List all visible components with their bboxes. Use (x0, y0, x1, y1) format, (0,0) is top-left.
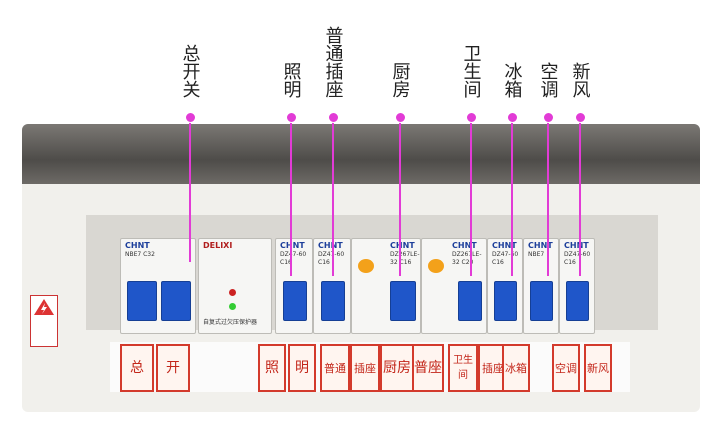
brand-label: CHNT (564, 241, 589, 250)
handwritten-label: 明 (288, 344, 316, 392)
lightning-warning-icon (34, 299, 54, 315)
breaker-handle[interactable] (566, 281, 589, 321)
breaker-handle[interactable] (494, 281, 517, 321)
rcbo-kitchen: CHNT DZ267LE-32 C16 (351, 238, 421, 334)
leader-line (332, 116, 334, 276)
breaker-handle[interactable] (127, 281, 157, 321)
callout-label: 总开关 (179, 44, 201, 98)
handwritten-label: 开 (156, 344, 190, 392)
callout-label: 厨房 (389, 62, 411, 98)
callout-zhao-ming: 照明 (271, 0, 311, 102)
callout-label: 冰箱 (501, 62, 523, 98)
leader-dot (575, 112, 586, 123)
breaker-lighting: CHNT DZ47-60 C16 (275, 238, 313, 334)
brand-label: CHNT (528, 241, 553, 250)
leader-dot (543, 112, 554, 123)
model-label: DZ47-60 C16 (318, 251, 344, 266)
brand-label: CHNT (492, 241, 517, 250)
brand-label: CHNT (452, 241, 477, 250)
brand-label: DELIXI (203, 241, 233, 250)
handwritten-label: 卫生间 (448, 344, 478, 392)
voltage-protector: DELIXI 自复式过欠压保护器 (198, 238, 272, 334)
main-breaker: CHNT NBE7 C32 (120, 238, 196, 334)
model-label: NBE7 C32 (125, 251, 155, 258)
breaker-handle[interactable] (530, 281, 553, 321)
test-button-icon[interactable] (428, 259, 444, 273)
handwritten-label: 空调 (552, 344, 580, 392)
handwritten-label: 总 (120, 344, 154, 392)
callout-label: 新风 (569, 62, 591, 98)
breaker-fresh-air: CHNT DZ47-60 C16 (559, 238, 595, 334)
model-label: NBE7 (528, 251, 545, 258)
breaker-handle[interactable] (458, 281, 482, 321)
model-label: DZ267LE-32 C16 (390, 251, 420, 266)
model-label: DZ47-60 C16 (280, 251, 307, 266)
brand-label: CHNT (390, 241, 415, 250)
callout-pu-tong-cha-zuo: 普通插座 (313, 0, 353, 102)
callout-label: 照明 (280, 62, 302, 98)
callout-chu-fang: 厨房 (380, 0, 420, 102)
test-button-icon[interactable] (358, 259, 374, 273)
callout-xin-feng: 新风 (560, 0, 600, 102)
callout-zong-kai-guan: 总开关 (170, 0, 210, 102)
handwritten-label: 照 (258, 344, 286, 392)
fault-indicator-icon (229, 289, 236, 296)
breaker-handle[interactable] (321, 281, 345, 321)
callout-bing-xiang: 冰箱 (492, 0, 532, 102)
breaker-fridge: CHNT DZ47-60 C16 (487, 238, 523, 334)
model-label: 自复式过欠压保护器 (203, 319, 258, 326)
box-lid (22, 124, 700, 184)
leader-dot (185, 112, 196, 123)
handwritten-label: 厨房 (380, 344, 414, 392)
brand-label: CHNT (125, 241, 150, 250)
model-label: DZ47-60 C16 (492, 251, 519, 266)
callout-wei-sheng-jian: 卫生间 (451, 0, 491, 102)
handwritten-label: 新风 (584, 344, 612, 392)
handwritten-label: 插座 (350, 344, 380, 392)
callout-label: 普通插座 (322, 26, 344, 98)
leader-line (547, 116, 549, 276)
brand-label: CHNT (280, 241, 305, 250)
leader-dot (286, 112, 297, 123)
electric-hazard-sticker (30, 295, 58, 347)
model-label: DZ47-60 C16 (564, 251, 591, 266)
handwritten-label: 冰箱 (502, 344, 530, 392)
leader-line (189, 116, 191, 262)
breaker-handle[interactable] (390, 281, 416, 321)
handwritten-label: 普座 (412, 344, 444, 392)
breaker-handle[interactable] (161, 281, 191, 321)
brand-label: CHNT (318, 241, 343, 250)
callout-kong-tiao: 空调 (528, 0, 568, 102)
breaker-handle[interactable] (283, 281, 307, 321)
leader-line (511, 116, 513, 276)
leader-line (579, 116, 581, 276)
leader-dot (466, 112, 477, 123)
leader-line (470, 116, 472, 276)
callout-label: 卫生间 (460, 44, 482, 98)
handwritten-label: 普通 (320, 344, 350, 392)
leader-dot (507, 112, 518, 123)
model-label: DZ267LE-32 C20 (452, 251, 482, 266)
callout-label: 空调 (537, 62, 559, 98)
leader-line (399, 116, 401, 276)
rcbo-bathroom: CHNT DZ267LE-32 C20 (421, 238, 487, 334)
breaker-air-conditioner: CHNT NBE7 (523, 238, 559, 334)
leader-dot (395, 112, 406, 123)
leader-dot (328, 112, 339, 123)
power-indicator-icon (229, 303, 236, 310)
leader-line (290, 116, 292, 276)
